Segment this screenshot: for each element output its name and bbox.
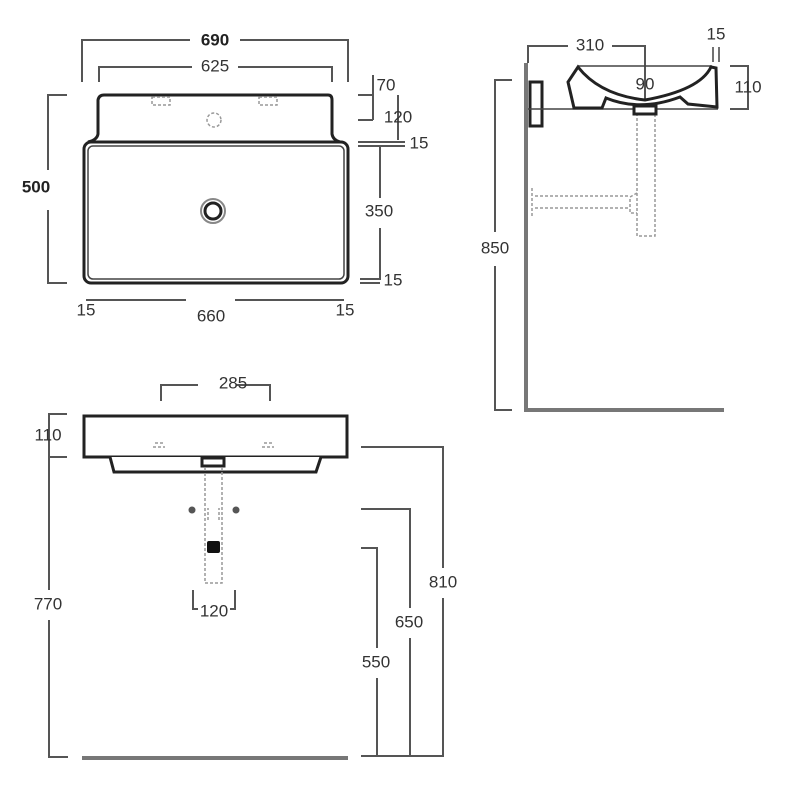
dim-660: 660: [197, 306, 225, 325]
bowl-inner-edge: [87, 145, 345, 280]
dim-line-15: [712, 47, 720, 62]
dim-line-500: [47, 94, 67, 284]
dim-line-770: [48, 457, 68, 758]
dim-15: 15: [707, 24, 726, 43]
dim-line-310: [527, 45, 646, 103]
dim-line-285: [160, 384, 271, 401]
dim-line-550: [361, 547, 378, 756]
tap-hole-left: [151, 96, 171, 106]
dim-625: 625: [201, 56, 229, 75]
dim-15-right: 15: [336, 300, 355, 319]
dim-110: 110: [734, 77, 761, 96]
dim-line-810: [361, 446, 444, 757]
dim-line-110: [730, 65, 749, 110]
waste-pipe: [204, 468, 223, 584]
dim-550: 550: [362, 652, 390, 671]
dim-line-650: [361, 508, 411, 756]
dim-120: 120: [200, 601, 228, 620]
dim-line-350: [360, 146, 381, 284]
drain-outlet: [200, 456, 226, 468]
dim-line-110: [48, 413, 67, 458]
basin-deck-outline: [87, 93, 341, 144]
dim-90: 90: [636, 74, 655, 93]
dim-500: 500: [22, 177, 50, 196]
dim-650: 650: [395, 612, 423, 631]
dim-line-15-top: [358, 141, 405, 147]
dim-line-690: [81, 39, 349, 82]
dim-690: 690: [201, 30, 229, 49]
dim-810: 810: [429, 572, 457, 591]
tap-mark-right: [262, 442, 274, 448]
dim-line-625: [98, 66, 333, 82]
dim-line-120: [192, 590, 236, 610]
dim-310: 310: [576, 35, 604, 54]
bolt-icon-right: [232, 506, 240, 514]
dim-15-top: 15: [410, 133, 429, 152]
side-view: 310 15 110 90 850: [481, 24, 762, 412]
basin-front-outline: [82, 414, 349, 459]
dim-15-left: 15: [77, 300, 96, 319]
dim-15-bottom: 15: [384, 270, 403, 289]
dim-285: 285: [219, 373, 247, 392]
dim-770: 770: [34, 594, 62, 613]
tap-mark-left: [153, 442, 165, 448]
dim-line-70-120: [358, 75, 399, 140]
dim-350: 350: [365, 201, 393, 220]
top-view: 690 625 500 70 120 15 350 15 15 660 15: [22, 30, 429, 325]
trap-block: [207, 541, 220, 553]
dim-850: 850: [481, 238, 509, 257]
bolt-icon-left: [188, 506, 196, 514]
drain-icon: [200, 198, 226, 224]
dim-120: 120: [384, 107, 412, 126]
trap-pipe: [531, 108, 656, 237]
overflow-hole: [206, 112, 222, 128]
tap-hole-right: [258, 96, 278, 106]
dim-110: 110: [34, 425, 61, 444]
basin-side-profile: [566, 64, 719, 110]
dim-line-850: [494, 79, 512, 411]
front-view: 285 120 110 770 810 650 550: [34, 373, 457, 760]
wall-bracket: [528, 80, 544, 128]
wall-line: [524, 63, 724, 412]
dim-70: 70: [377, 75, 396, 94]
